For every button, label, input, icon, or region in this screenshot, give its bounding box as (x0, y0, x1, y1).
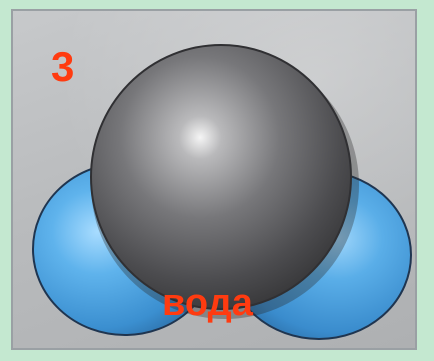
molecule-caption: вода (162, 284, 253, 322)
oxygen-atom (91, 45, 351, 309)
slide-number: 3 (51, 46, 74, 88)
